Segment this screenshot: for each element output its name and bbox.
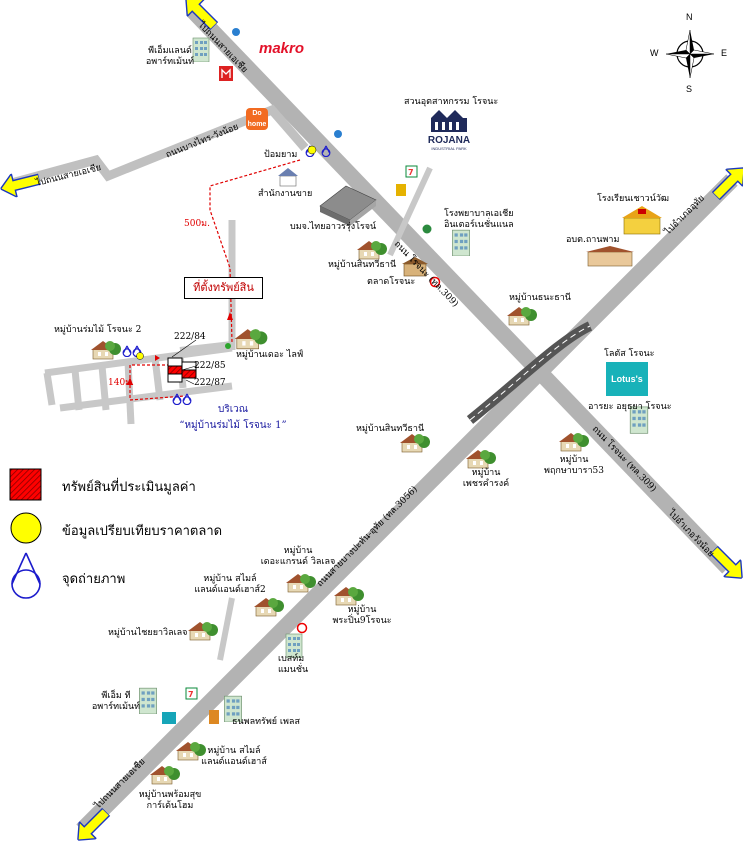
label-chaiyo-building: บมจ.ไทยอาวรรุ่งโรจน์	[290, 222, 377, 232]
rojana-emblem-icon	[431, 110, 467, 132]
label-sales-office: สำนักงานขาย	[258, 189, 313, 199]
label-distance-140: 140ม.	[108, 378, 134, 388]
label-area: บริเวณ	[217, 404, 249, 415]
site-plots	[167, 339, 197, 385]
label-village-smile: หมู่บ้าน สไมล์ แลนด์แอนด์เฮาส์	[201, 746, 267, 767]
photo-point-icon	[11, 552, 41, 599]
label-lotus: โลตัส โรจนะ	[604, 349, 655, 359]
compass-s: S	[686, 84, 693, 94]
legend-label-comparison: ข้อมูลเปรียบเทียบราคาตลาด	[62, 524, 223, 539]
label-rojana-park: สวนอุตสาหกรรม โรจนะ	[404, 97, 499, 107]
svg-text:7: 7	[188, 690, 194, 699]
yellow-circle-icon	[10, 512, 42, 544]
label-tanapol: ธนพลทรัพย์ เพลส	[232, 717, 300, 727]
legend-item-asset: ทรัพย์สินที่ประเมินมูลค่า	[48, 476, 196, 497]
legend-item-comparison: ข้อมูลเปรียบเทียบราคาตลาด	[48, 520, 222, 541]
road-bangpahan	[76, 174, 738, 836]
district-office-icon	[586, 246, 634, 267]
gas-icon	[232, 28, 240, 36]
label-bee-mansion: เบสท์ม แมนชั่น	[278, 654, 309, 675]
label-pt-land2: พีเอ็ม ที อพาร์ทเม้นท์	[91, 691, 141, 712]
hatched-red-square-icon	[9, 468, 42, 501]
label-village-sinthawee1: หมู่บ้านสินทวีธานี	[328, 260, 397, 270]
label-village-sinthawee2: หมู่บ้านสินทวีธานี	[356, 424, 425, 434]
label-house-22284: 222/84	[174, 332, 206, 342]
label-house-22285: 222/85	[194, 361, 226, 371]
legend-label-asset: ทรัพย์สินที่ประเมินมูลค่า	[62, 480, 196, 495]
label-village-tarakorn: หมู่บ้าน เดอะแกรนด์ วิลเลจ	[260, 546, 336, 567]
label-village-dlife: หมู่บ้านเดอะ ไลฟ์	[236, 350, 304, 360]
label-village-chaiyo: หมู่บ้านไชยยาวิลเลจ	[108, 628, 188, 638]
label-police: ป้อมยาม	[264, 150, 298, 160]
label-district-office: อบต.ถานพาม	[566, 235, 620, 245]
pharmacy-icon	[422, 224, 432, 234]
legend-icons	[9, 468, 42, 599]
label-village-prompt: หมู่บ้านพร้อมสุข การ์เด้นโฮม	[138, 790, 202, 811]
site-label: ที่ตั้งทรัพย์สิน	[184, 277, 263, 299]
rojana-logo: ROJANA INDUSTRIAL PARK	[424, 108, 474, 152]
road-network	[6, 4, 738, 836]
label-village-smile2: หมู่บ้าน สไมล์ แลนด์แอนด์เฮาส์2	[194, 574, 266, 595]
compass-rose	[665, 29, 715, 79]
label-aree: อารยะ อยุธยา โรจนะ	[588, 402, 672, 412]
label-area-village: “หมู่บ้านร่มไม้ โรจนะ 1”	[179, 420, 287, 431]
label-village-petch: หมู่บ้าน เพชรคำรงค์	[462, 468, 510, 489]
legend-item-photo: จุดถ่ายภาพ	[48, 568, 125, 589]
village-icons	[91, 240, 589, 785]
svg-text:7: 7	[408, 168, 414, 177]
poi-markers: 7 7	[162, 28, 441, 724]
label-school: โรงเรียนเชาวน์วัฒ	[597, 194, 670, 204]
school-icon	[622, 206, 662, 235]
dohome-logo: Do home	[246, 108, 268, 130]
compass-w: W	[650, 48, 659, 58]
label-village-pruksa: หมู่บ้าน พฤกษาบารา53	[544, 455, 604, 476]
seven-eleven-icon	[405, 165, 418, 178]
label-market: ตลาดโรจนะ	[367, 277, 416, 287]
rojana-sub: INDUSTRIAL PARK	[431, 146, 467, 151]
label-village-thanee: หมู่บ้านธนะธานี	[509, 293, 571, 303]
makro-logo: makro	[259, 40, 305, 57]
legend-label-photo: จุดถ่ายภาพ	[62, 572, 126, 587]
market-icon	[402, 257, 428, 277]
lotus-logo: Lotus's	[606, 362, 648, 396]
rojana-name: ROJANA	[427, 135, 471, 146]
sales-office-icon	[278, 168, 298, 187]
label-pt-land: พีเอ็มแลนด์ อพาร์ทเม้นท์	[145, 46, 195, 67]
label-house-22287: 222/87	[194, 378, 226, 388]
road-left	[6, 104, 309, 189]
compass-e: E	[721, 48, 728, 58]
tub-icon	[396, 184, 406, 196]
warehouse-icon	[319, 185, 377, 226]
route-arrows	[127, 312, 233, 385]
label-hospital: โรงพยาบาลเอเชีย อินเตอร์เนชั่นแนล	[444, 209, 514, 230]
compass-n: N	[686, 12, 693, 22]
label-village-romsai2: หมู่บ้านร่มไม้ โรจนะ 2	[54, 325, 142, 335]
road-rojana	[186, 4, 734, 574]
photo-points	[122, 145, 331, 405]
label-village-prapin: หมู่บ้าน พระปิ่น9โรจนะ	[332, 605, 392, 626]
no-entry-icon	[429, 276, 441, 288]
label-distance-500: 500ม.	[184, 219, 210, 229]
